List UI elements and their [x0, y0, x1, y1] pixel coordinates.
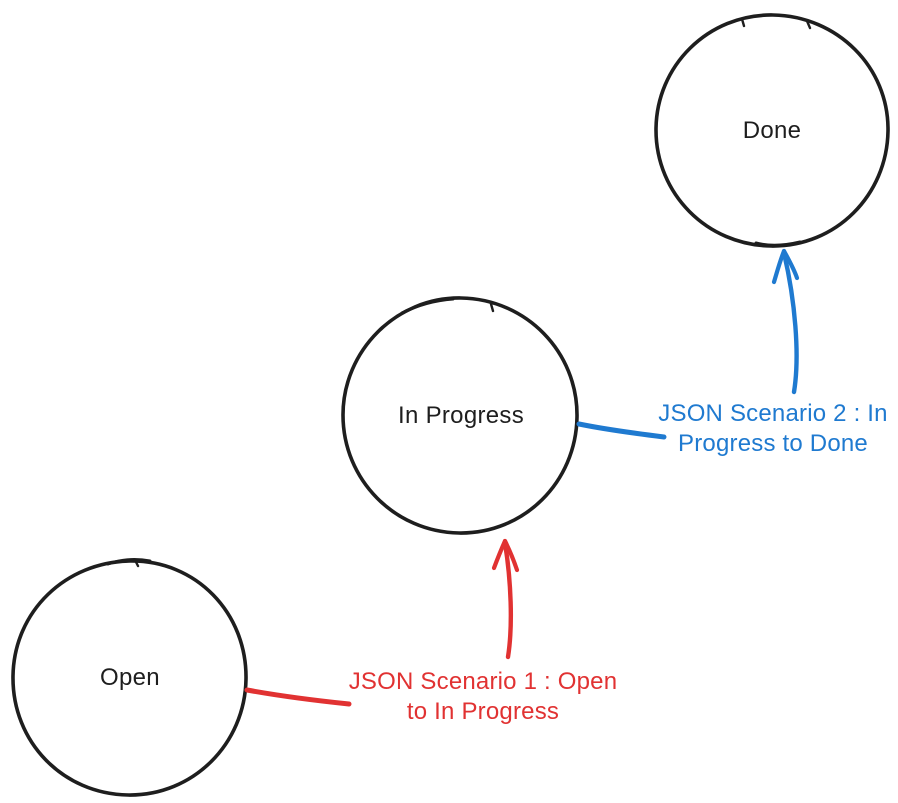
- transition-label-line1: JSON Scenario 1 : Open: [348, 668, 618, 695]
- transition-connector-line: [576, 421, 667, 440]
- transition-label-line2: to In Progress: [406, 698, 560, 725]
- state-circle-in-progress: [341, 296, 579, 535]
- circle-sketch-nick: [805, 19, 812, 30]
- transition-scenario-2: [576, 248, 800, 440]
- state-label-open: Open: [100, 664, 160, 691]
- transition-scenario-1: [244, 538, 520, 707]
- transition-label-line1: JSON Scenario 2 : In: [658, 400, 888, 427]
- circle-sketch-overstroke: [106, 558, 152, 566]
- arrowhead-right-wing: [781, 248, 800, 281]
- circle-sketch-nick: [133, 558, 140, 568]
- circle-sketch-overstroke: [754, 240, 802, 247]
- state-label-in-progress: In Progress: [397, 402, 525, 429]
- state-circle-done: [654, 13, 890, 248]
- arrowhead-right-wing: [502, 538, 520, 573]
- state-label-done: Done: [742, 117, 802, 144]
- circle-sketch-nick: [489, 302, 495, 313]
- arrowhead-left-wing: [491, 538, 508, 571]
- circle-outline: [341, 296, 579, 535]
- circle-sketch-overstroke: [400, 297, 455, 315]
- circle-outline: [11, 559, 248, 797]
- arrowhead-left-wing: [771, 248, 787, 285]
- transition-label-scenario-2: JSON Scenario 2 : In Progress to Done: [623, 399, 898, 459]
- transition-arrow-shaft: [502, 540, 514, 660]
- transition-arrow-shaft: [781, 250, 799, 395]
- state-circle-open: [11, 558, 248, 797]
- transition-label-line2: Progress to Done: [678, 430, 868, 457]
- circle-sketch-nick: [740, 17, 746, 28]
- transition-label-scenario-1: JSON Scenario 1 : Open to In Progress: [333, 667, 633, 727]
- transition-connector-line: [244, 687, 352, 707]
